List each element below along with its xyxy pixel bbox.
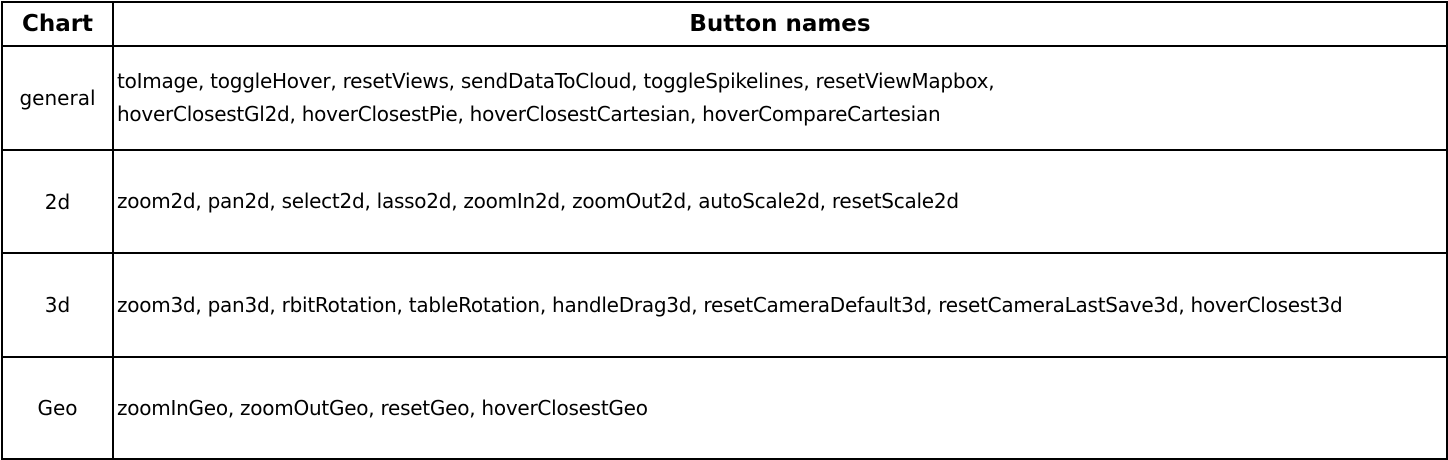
button-names-cell-3d: zoom3d, pan3d, rbitRotation, tableRotati… <box>112 252 1448 358</box>
button-names-line: zoom2d, pan2d, select2d, lasso2d, zoomIn… <box>117 189 959 213</box>
button-names-line: zoom3d, pan3d, rbitRotation, tableRotati… <box>117 292 1343 317</box>
chart-cell-general: general <box>1 45 114 151</box>
header-button-names: Button names <box>112 1 1448 47</box>
button-names-line: zoomInGeo, zoomOutGeo, resetGeo, hoverCl… <box>117 395 648 420</box>
table-header-row: Chart Button names <box>1 1 1448 47</box>
table-row: 2d zoom2d, pan2d, select2d, lasso2d, zoo… <box>1 149 1448 254</box>
chart-cell-3d: 3d <box>1 252 114 358</box>
button-names-cell-geo: zoomInGeo, zoomOutGeo, resetGeo, hoverCl… <box>112 356 1448 460</box>
button-names-cell-general: toImage, toggleHover, resetViews, sendDa… <box>112 45 1448 151</box>
header-chart: Chart <box>1 1 114 47</box>
chart-cell-2d: 2d <box>1 149 114 254</box>
button-names-line: hoverClosestGl2d, hoverClosestPie, hover… <box>117 102 941 126</box>
table-row: Geo zoomInGeo, zoomOutGeo, resetGeo, hov… <box>1 356 1448 460</box>
table-row: 3d zoom3d, pan3d, rbitRotation, tableRot… <box>1 252 1448 358</box>
button-names-line: toImage, toggleHover, resetViews, sendDa… <box>117 69 995 93</box>
button-names-cell-2d: zoom2d, pan2d, select2d, lasso2d, zoomIn… <box>112 149 1448 254</box>
chart-cell-geo: Geo <box>1 356 114 460</box>
table-row: general toImage, toggleHover, resetViews… <box>1 45 1448 151</box>
